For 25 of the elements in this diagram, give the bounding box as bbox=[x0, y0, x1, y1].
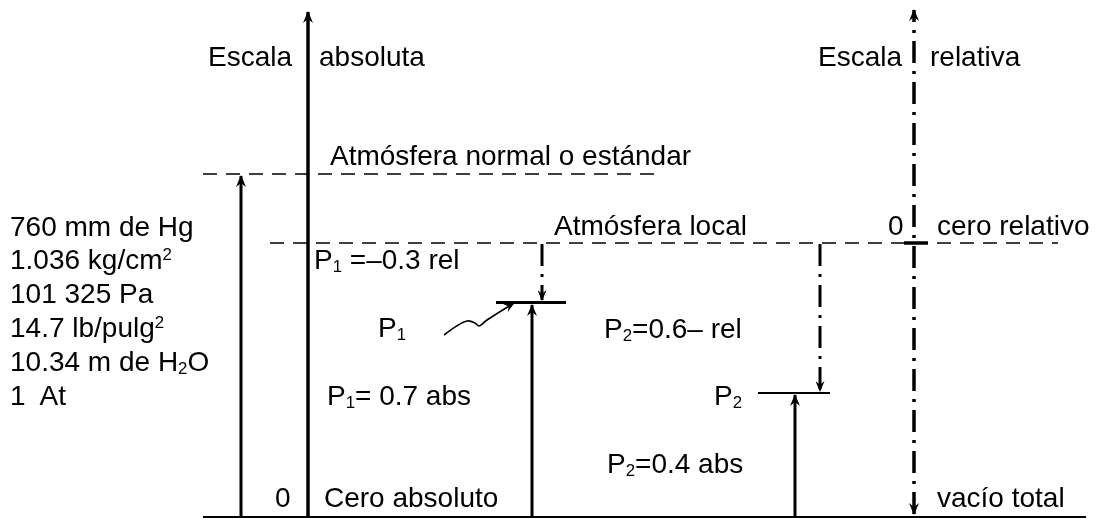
unit-value: 760 mm de Hg bbox=[10, 213, 194, 241]
pressure-value: P$_{2}$=0.6– rel bbox=[604, 315, 742, 343]
unit-value: 14.7 lb/pulg$^{2}$ bbox=[10, 314, 165, 342]
level-line bbox=[496, 301, 566, 304]
scale-value: 0 bbox=[275, 484, 291, 512]
level-label: vacío total bbox=[937, 484, 1065, 512]
pressure-value: P$_{1}$ =–0.3 rel bbox=[314, 246, 460, 274]
unit-value: 1 At bbox=[10, 382, 67, 410]
scale-label: Escala bbox=[818, 43, 903, 71]
unit-value: 10.34 m de H$_{2}$O bbox=[10, 348, 210, 376]
level-label: cero relativo bbox=[937, 212, 1090, 240]
pressure-value: P$_{2}$=0.4 abs bbox=[607, 450, 744, 478]
scale-value: 0 bbox=[888, 212, 904, 240]
level-label: Cero absoluto bbox=[324, 484, 499, 512]
scale-label: Escala bbox=[208, 43, 293, 71]
pressure-value: P$_{1}$= 0.7 abs bbox=[327, 382, 471, 410]
level-label: Atmósfera normal o estándar bbox=[330, 142, 692, 170]
level-label: Atmósfera local bbox=[554, 212, 747, 240]
pressure-label: P$_{2}$ bbox=[714, 382, 743, 410]
scale-label: absoluta bbox=[319, 43, 425, 71]
pressure-label: P$_{1}$ bbox=[378, 314, 444, 344]
unit-value: 1.036 kg/cm$^{2}$ bbox=[10, 246, 172, 274]
scale-label: relativa bbox=[930, 43, 1021, 71]
leader-line bbox=[443, 302, 515, 336]
unit-value: 101 325 Pa bbox=[10, 280, 154, 308]
